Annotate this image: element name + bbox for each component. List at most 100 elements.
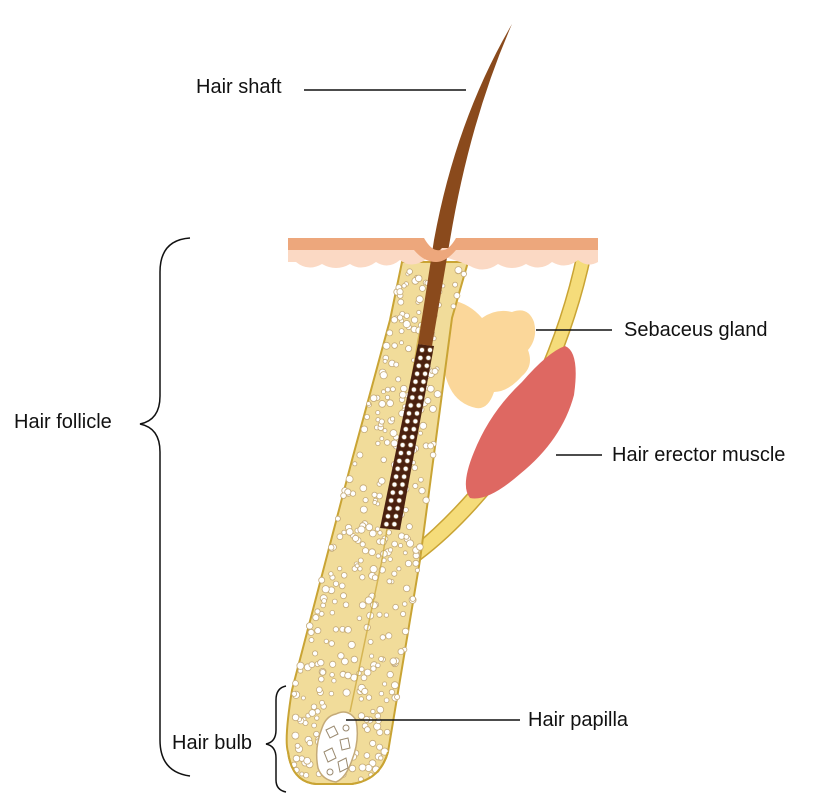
follicle-cell [302,772,310,779]
follicle-cell [338,582,346,590]
follicle-cell [418,487,426,495]
follicle-cell [384,728,391,736]
hair-root-cell [417,394,424,401]
follicle-cell [396,314,404,321]
follicle-cell [337,652,345,660]
follicle-cell [306,622,314,630]
follicle-cell [384,386,391,393]
follicle-cell [383,612,389,618]
follicle-cell [329,660,337,668]
follicle-cell [428,404,437,413]
follicle-cell [422,496,430,504]
follicle-cell [299,771,305,777]
follicle-cell [389,416,396,422]
follicle-cell [364,726,371,733]
follicle-cell [414,567,420,573]
hair-erector-muscle-label: Hair erector muscle [612,444,786,466]
follicle-cell [331,678,337,684]
follicle-cell [375,662,381,669]
hair-bulb-label: Hair bulb [172,732,253,754]
follicle-cell [378,400,387,408]
follicle-cell [376,705,385,714]
follicle-cell [396,288,404,296]
follicle-cell [340,492,347,499]
follicle-cell [398,328,405,335]
follicle-cell [419,421,428,430]
follicle-cell [291,713,300,722]
follicle-cell [416,543,424,551]
follicle-cell [366,401,372,407]
follicle-cell [424,397,432,405]
hair-root-cell [401,473,407,480]
hair-root-cell [419,386,425,393]
follicle-cell [398,543,404,549]
follicle-cell [320,602,326,609]
follicle-cell [380,747,389,756]
follicle-cell [397,298,405,306]
follicle-cell [378,418,385,425]
follicle-cell [381,389,386,395]
follicle-cell [401,283,407,289]
follicle-cell [410,316,419,324]
hair-root-cell [407,402,414,409]
follicle-cell [318,676,325,683]
follicle-cell [398,390,407,399]
follicle-cell [357,712,365,720]
follicle-cell [427,442,435,450]
follicle-cell [386,399,394,408]
follicle-cell [341,657,349,666]
follicle-cell [376,611,383,618]
follicle-cell [378,656,385,662]
hair-root-cell [390,489,396,496]
follicle-cell [347,640,356,649]
follicle-cell [384,439,391,446]
hair-root-cell [416,363,422,369]
follicle-cell [336,533,344,540]
follicle-cell [296,661,305,670]
follicle-cell [344,671,352,680]
hair-root-cell [411,426,417,432]
follicle-cell [358,763,367,772]
follicle-cell [363,668,372,677]
follicle-cell [307,628,315,636]
follicle-cell [357,566,363,572]
follicle-cell [328,690,335,697]
hair-root-cell [404,418,411,425]
hair-root-cell [399,481,406,488]
follicle-cell [359,484,368,493]
follicle-cell [314,627,322,635]
follicle-cell [370,394,378,402]
sebaceus-gland-label: Sebaceus gland [624,319,768,341]
follicle-cell [386,670,394,679]
hair-root-cell [386,505,393,512]
follicle-cell [291,691,298,697]
follicle-cell [365,694,373,701]
follicle-cell [418,284,426,292]
follicle-cell [317,659,325,667]
hair-root-cell [415,402,422,409]
follicle-cell [350,655,359,664]
follicle-cell [332,626,339,633]
hair-bulb-outline [287,751,389,785]
follicle-cell [359,505,368,514]
follicle-cell [433,390,442,399]
hair-root-cell [402,466,409,472]
follicle-cell [402,550,408,556]
follicle-cell [371,491,378,498]
follicle-cell [378,690,385,697]
hair-root-cell [412,418,419,425]
follicle-cell [329,672,335,678]
follicle-cell [341,529,347,536]
follicle-cell [356,451,364,459]
follicle-cell [352,461,358,467]
follicle-cell [308,637,315,643]
follicle-cell [372,500,378,505]
follicle-cell [400,384,408,393]
follicle-cell [321,598,327,604]
hair-root-cell [398,489,404,496]
follicle-cell [452,281,459,288]
follicle-cell [409,595,416,602]
hair-shaft-label: Hair shaft [196,76,282,98]
hair-root-cell [388,497,394,504]
